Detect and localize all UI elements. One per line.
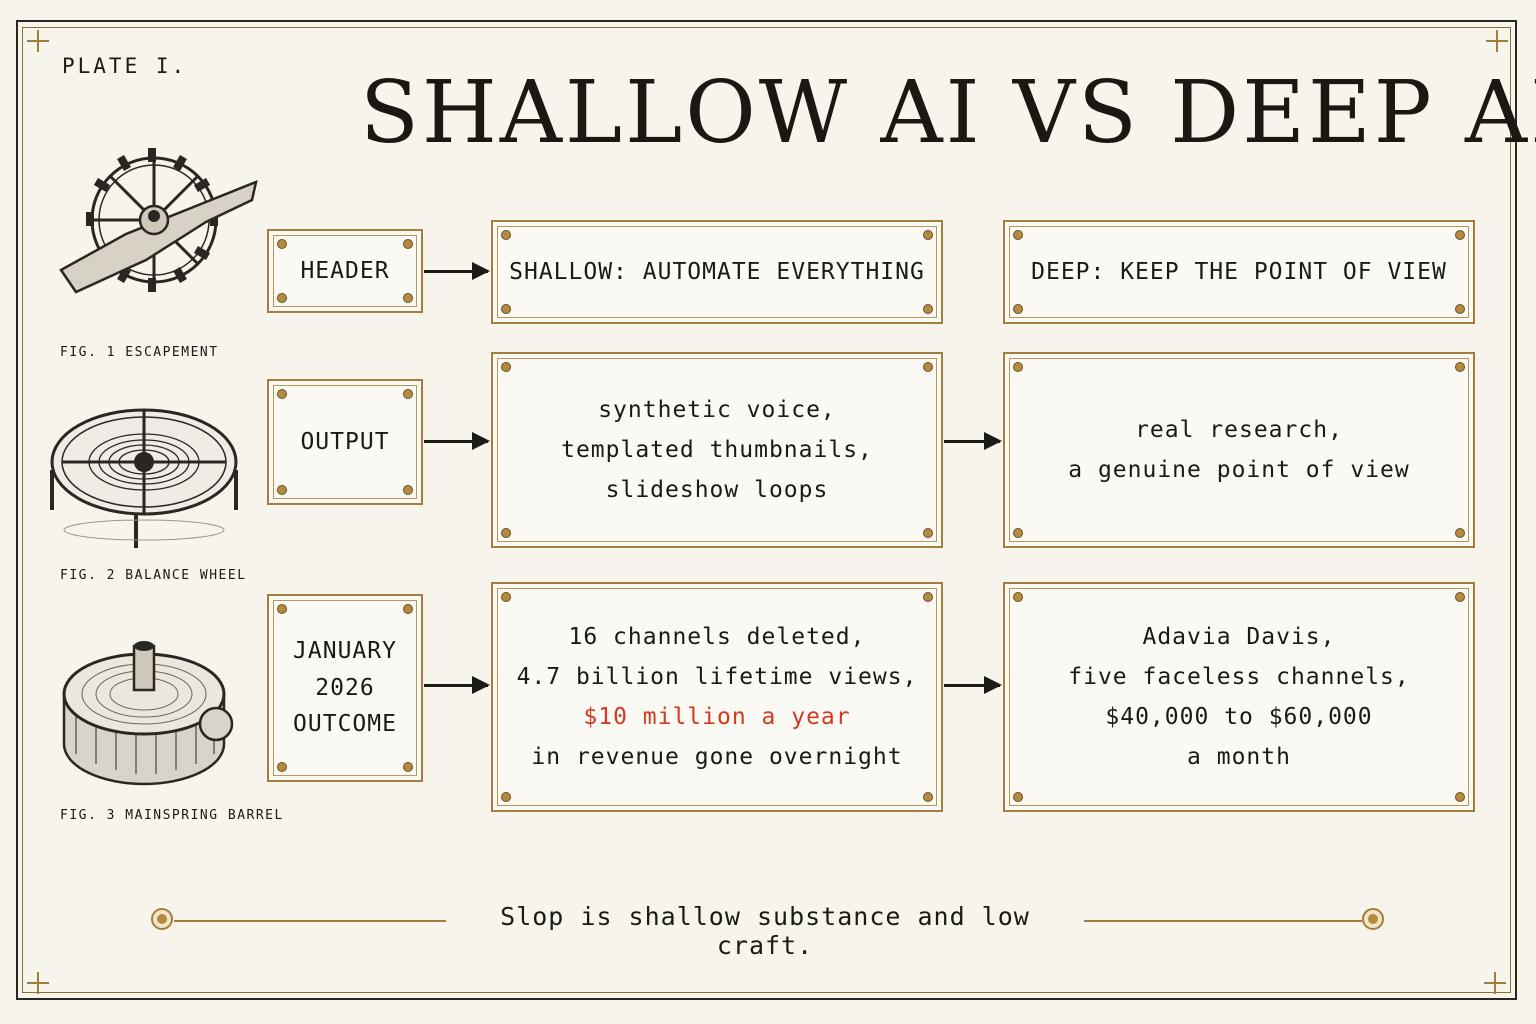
arrow-right [424,676,490,694]
shallow-output-card: synthetic voice, templated thumbnails, s… [491,352,943,548]
footer-caption: Slop is shallow substance and low craft. [500,902,1030,960]
card-line: templated thumbnails, [561,436,873,463]
card-line: 16 channels deleted, [568,623,866,650]
plate-label: PLATE I. [62,54,188,78]
revenue-highlight: $10 million a year [583,704,851,730]
row-label-outcome: JANUARY 2026 OUTCOME [267,594,423,782]
card-line: Adavia Davis, [1142,623,1336,650]
corner-ornament [1484,972,1506,994]
card-line: synthetic voice, [598,396,836,423]
shallow-header-card: SHALLOW: AUTOMATE EVERYTHING [491,220,943,324]
card-line: slideshow loops [605,477,829,504]
row-label-output: OUTPUT [267,379,423,505]
corner-ornament [27,972,49,994]
footer-rule [174,920,446,922]
row-label-text: JANUARY 2026 OUTCOME [293,637,397,738]
outer-frame [16,20,1517,1000]
card-line: a genuine point of view [1068,457,1410,483]
card-line: five faceless channels, [1068,663,1410,690]
medallion-ornament [1362,908,1384,930]
shallow-outcome-card: 16 channels deleted, 4.7 billion lifetim… [491,582,943,812]
escapement-icon [59,148,258,294]
row-label-text: OUTPUT [300,428,390,455]
corner-ornament [1486,30,1508,52]
figure-caption: FIG. 1 ESCAPEMENT [60,345,219,360]
figure-caption: FIG. 3 MAINSPRING BARREL [60,808,284,823]
deep-header-card: DEEP: KEEP THE POINT OF VIEW [1003,220,1475,324]
deep-output-card: real research, a genuine point of view [1003,352,1475,548]
arrow-right [944,432,1002,450]
card-line: real research, [1135,416,1343,443]
arrow-right [424,262,490,280]
card-line: a month [1187,744,1291,771]
balance-wheel-icon [50,408,238,548]
card-line: in revenue gone overnight [531,744,903,771]
card-line: 4.7 billion lifetime views, [516,663,918,690]
card-line: $40,000 to $60,000 [1105,704,1373,730]
card-line: DEEP: KEEP THE POINT OF VIEW [1031,258,1447,285]
arrow-right [944,676,1002,694]
figure-caption: FIG. 2 BALANCE WHEEL [60,568,247,583]
medallion-ornament [151,908,173,930]
footer-rule [1084,920,1362,922]
row-label-header: HEADER [267,229,423,313]
arrow-right [424,432,490,450]
deep-outcome-card: Adavia Davis, five faceless channels, $4… [1003,582,1475,812]
mainspring-barrel-icon [62,641,234,786]
card-line: SHALLOW: AUTOMATE EVERYTHING [509,258,925,285]
row-label-text: HEADER [300,257,390,284]
inner-frame [22,27,1511,993]
corner-ornament [27,30,49,52]
page-title: SHALLOW AI VS DEEP AI [360,63,1536,163]
